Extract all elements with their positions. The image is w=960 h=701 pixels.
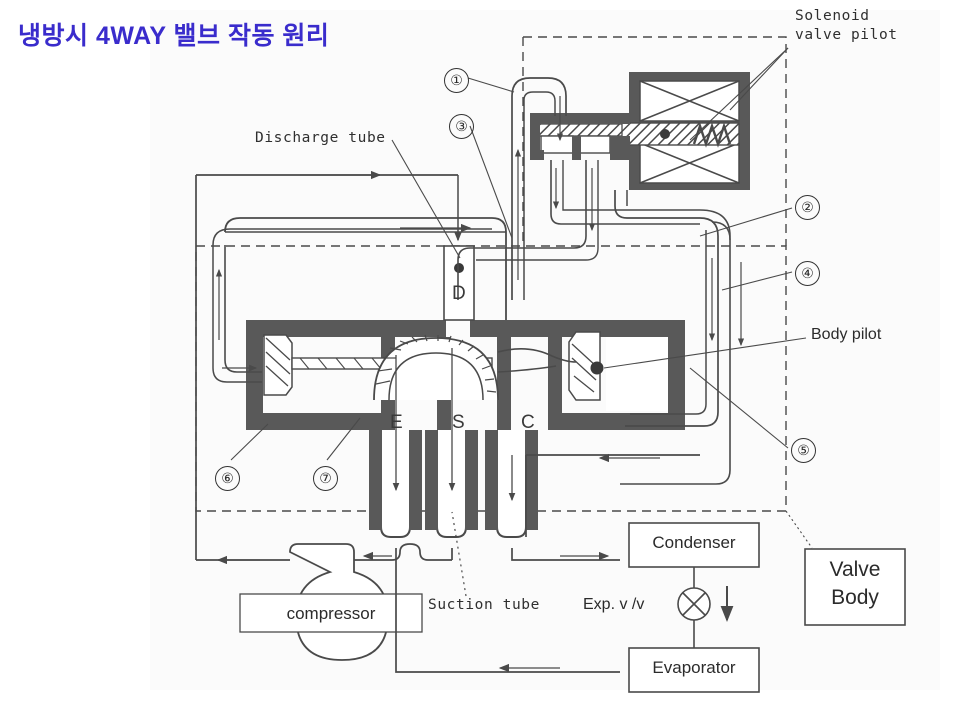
compressor-label: compressor xyxy=(286,604,376,623)
callout-2: ② xyxy=(795,195,820,220)
port-tag-d: D xyxy=(452,283,466,304)
callout-4: ④ xyxy=(795,261,820,286)
callout-6: ⑥ xyxy=(215,466,240,491)
label-solenoid-valve-pilot-line1: Solenoid xyxy=(795,8,870,24)
label-suction-tube: Suction tube xyxy=(428,597,540,613)
callout-7: ⑦ xyxy=(313,466,338,491)
port-tag-e: E xyxy=(390,412,403,433)
valve-body-box xyxy=(804,548,906,626)
evaporator-box xyxy=(628,647,760,693)
label-body-pilot: Body pilot xyxy=(811,326,882,343)
callout-3: ③ xyxy=(449,114,474,139)
port-tag-s: S xyxy=(452,412,465,433)
label-solenoid-valve-pilot-line2: valve pilot xyxy=(795,27,898,43)
callout-1: ① xyxy=(444,68,469,93)
callout-5: ⑤ xyxy=(791,438,816,463)
condenser-box xyxy=(628,522,760,568)
valve-body-label-line2: Body xyxy=(831,586,879,609)
condenser-label: Condenser xyxy=(652,533,736,552)
port-tag-c: C xyxy=(521,412,535,433)
page-title: 냉방시 4WAY 밸브 작동 원리 xyxy=(18,22,330,50)
label-discharge-tube: Discharge tube xyxy=(255,130,386,146)
valve-body-label-line1: Valve xyxy=(829,558,881,581)
label-exp-valve: Exp. v /v xyxy=(583,596,645,613)
solenoid-pilot-boundary xyxy=(523,36,787,246)
evaporator-label: Evaporator xyxy=(652,658,736,677)
